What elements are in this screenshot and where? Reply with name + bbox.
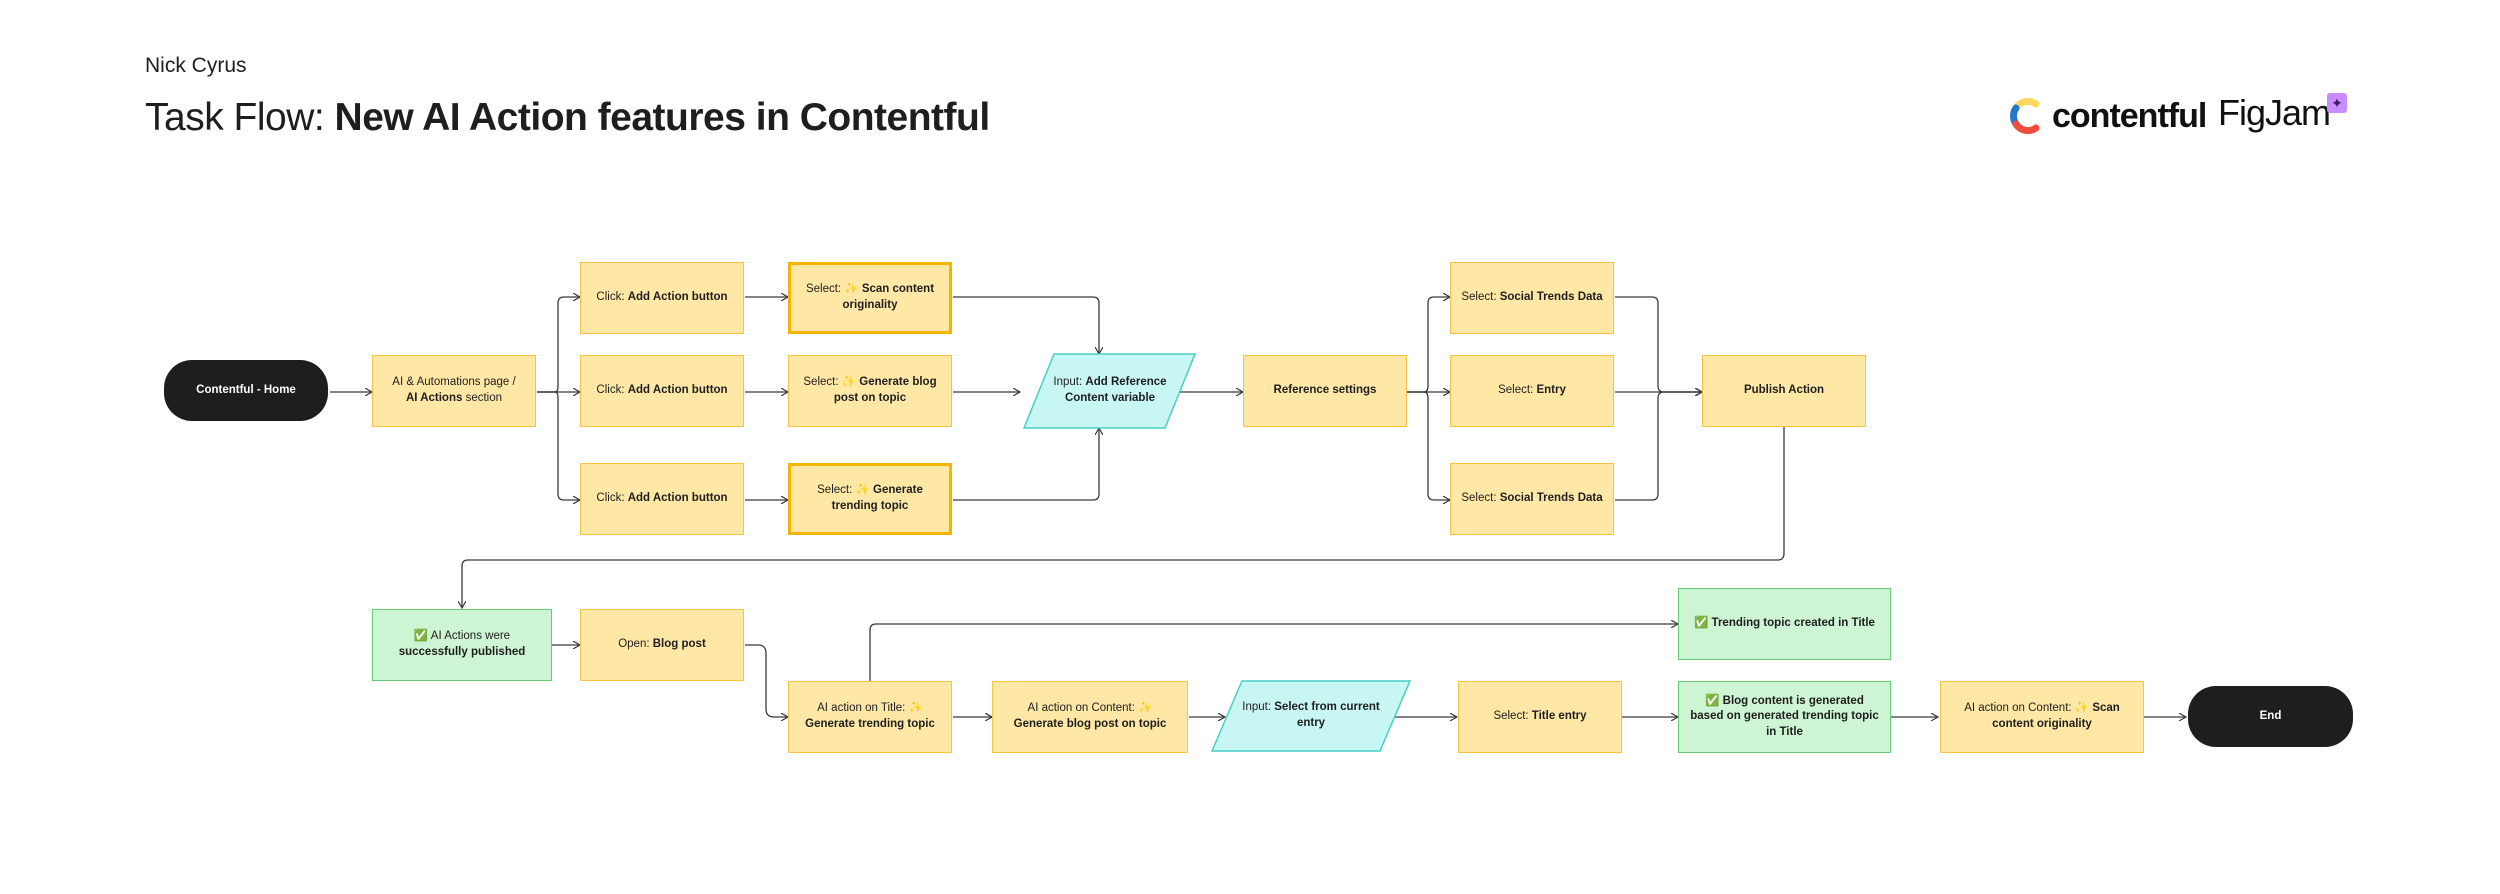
step-select-social-trends-2: Select: Social Trends Data: [1450, 463, 1614, 535]
step-text: Select: ✨: [817, 484, 873, 497]
step-text: Select: ✨: [805, 283, 862, 296]
step-text: Click:: [596, 492, 628, 505]
figjam-sparkle-icon: ✦: [2327, 93, 2347, 113]
step-select-generate-trending: Select: ✨ Generate trending topic: [788, 463, 952, 535]
step-bold: Add Reference Content variable: [1064, 376, 1167, 404]
step-text: Open:: [618, 638, 653, 651]
step-bold: Generate blog post on topic: [1013, 718, 1167, 730]
edge-social1-publish: [1615, 296, 1702, 392]
step-bold: AI Actions: [405, 392, 463, 404]
step-text: AI action on Title: ✨: [817, 702, 923, 715]
step-select-social-trends-1: Select: Social Trends Data: [1450, 262, 1614, 334]
step-ai-action-content-scan: AI action on Content: ✨ Scan content ori…: [1940, 681, 2144, 753]
step-text: section: [462, 392, 503, 404]
input-ref-shape: [1022, 353, 1197, 429]
step-bold: Entry: [1536, 384, 1566, 397]
step-select-entry: Select: Entry: [1450, 355, 1614, 427]
step-bold: Add Action button: [627, 384, 728, 397]
step-bold: Reference settings: [1273, 384, 1377, 397]
step-actions-published: ✅ AI Actions were successfully published: [372, 609, 552, 681]
step-text: Select:: [1493, 710, 1532, 723]
step-ai-action-title: AI action on Title: ✨ Generate trending …: [788, 681, 952, 753]
step-click-add-action-1: Click: Add Action button: [580, 262, 744, 334]
step-bold: Blog post: [652, 638, 706, 651]
step-text: Select:: [1461, 492, 1500, 505]
step-text: AI & Automations page /: [392, 376, 516, 389]
step-text: Click:: [596, 291, 628, 304]
edge-aititle-trending: [869, 624, 1678, 681]
step-bold: Scan content originality: [1992, 702, 2120, 730]
input-select-from-entry: Input: Select from current entry: [1240, 681, 1382, 751]
step-text: AI action on Content: ✨: [1027, 702, 1153, 715]
step-bold: ✅ Trending topic created in Title: [1694, 617, 1875, 630]
title-bold: New AI Action features in Contentful: [334, 96, 991, 139]
input-select-shape: [1210, 680, 1412, 752]
step-select-title-entry: Select: Title entry: [1458, 681, 1622, 753]
end-label: End: [2259, 709, 2282, 722]
step-trending-topic-created: ✅ Trending topic created in Title: [1678, 588, 1891, 660]
edge-aipage-click3: [537, 391, 580, 500]
step-select-generate-blog: Select: ✨ Generate blog post on topic: [788, 355, 952, 427]
step-bold: Scan content originality: [842, 283, 935, 311]
end-terminal: End: [2188, 686, 2353, 747]
step-ai-automations-page: AI & Automations page / AI Actions sectio…: [372, 355, 536, 427]
edge-publish-published: [462, 427, 1785, 608]
step-bold: Add Action button: [627, 492, 728, 505]
start-label: Contentful - Home: [196, 383, 296, 396]
step-text: Select:: [1498, 384, 1537, 397]
step-ai-action-content-blog: AI action on Content: ✨ Generate blog po…: [992, 681, 1188, 753]
step-bold: Social Trends Data: [1499, 492, 1603, 505]
edge-ref-social2: [1407, 391, 1450, 500]
start-terminal: Contentful - Home: [164, 360, 328, 421]
step-bold: Select from current entry: [1274, 701, 1380, 729]
edge-scan-input: [953, 296, 1099, 354]
step-bold: Publish Action: [1743, 384, 1825, 397]
step-bold: Social Trends Data: [1499, 291, 1603, 304]
step-blog-content-generated: ✅ Blog content is generated based on gen…: [1678, 681, 1891, 753]
figjam-logo: FigJam: [2218, 92, 2331, 133]
step-publish-action: Publish Action: [1702, 355, 1866, 427]
edge-social2-publish: [1615, 392, 1702, 501]
step-text: Input:: [1242, 701, 1275, 714]
step-bold: Generate trending topic: [805, 718, 935, 730]
step-bold: Add Action button: [627, 291, 728, 304]
step-select-scan-originality: Select: ✨ Scan content originality: [788, 262, 952, 334]
edge-openblog-aititle: [745, 644, 788, 717]
step-reference-settings: Reference settings: [1243, 355, 1407, 427]
step-bold: Generate trending topic: [831, 484, 923, 512]
step-open-blog-post: Open: Blog post: [580, 609, 744, 681]
step-bold: successfully published: [398, 646, 526, 658]
step-text: ✅ AI Actions were: [413, 630, 511, 643]
author-name: Nick Cyrus: [145, 54, 247, 77]
contentful-logo: contentful: [2008, 94, 2207, 138]
step-text: Input:: [1053, 376, 1086, 389]
step-click-add-action-2: Click: Add Action button: [580, 355, 744, 427]
step-click-add-action-3: Click: Add Action button: [580, 463, 744, 535]
title-prefix: Task Flow:: [145, 96, 335, 139]
step-text: Click:: [596, 384, 628, 397]
input-add-reference: Input: Add Reference Content variable: [1040, 354, 1180, 428]
step-text: AI action on Content: ✨: [1964, 702, 2093, 715]
contentful-wordmark: contentful: [2052, 96, 2207, 135]
edge-aipage-click1: [537, 297, 580, 393]
step-bold: ✅ Blog content is generated based on gen…: [1690, 694, 1879, 738]
step-bold: Generate blog post on topic: [833, 376, 937, 404]
step-bold: Title entry: [1531, 710, 1587, 723]
edge-trend-input: [953, 428, 1099, 501]
contentful-c-icon: [2010, 97, 2040, 135]
edge-ref-social1: [1407, 297, 1450, 393]
page-title: Task Flow: New AI Action features in Con…: [145, 96, 990, 140]
step-text: Select:: [1461, 291, 1500, 304]
step-text: Select: ✨: [803, 376, 860, 389]
